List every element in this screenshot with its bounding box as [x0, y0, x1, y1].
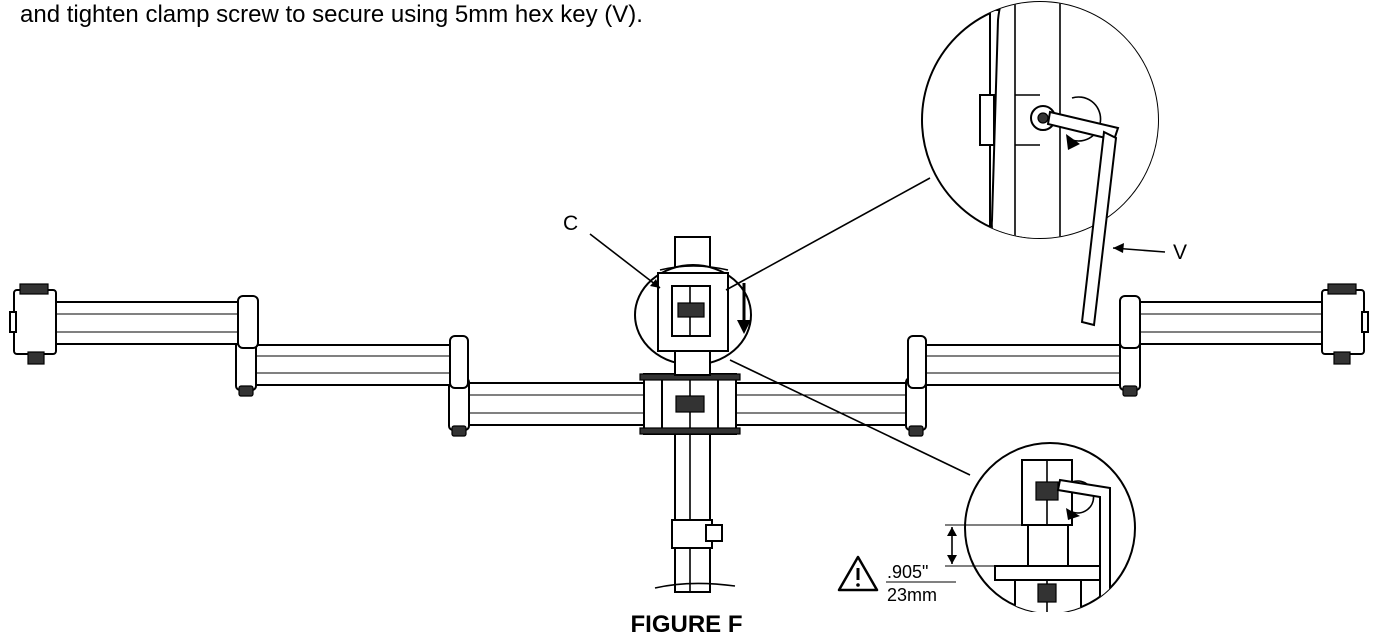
right-outer-arm [1119, 283, 1369, 365]
callout-v: V [1112, 241, 1187, 264]
detail-circle-bottom [964, 442, 1136, 612]
warning-triangle-icon [837, 555, 879, 592]
monitor-arm-assembly-diagram: C V [9, 1, 1369, 612]
hub-clamp [639, 373, 741, 435]
detail-circle-top [921, 1, 1159, 239]
dimension-callout: .905" 23mm [886, 524, 1030, 605]
left-middle-arm [235, 335, 469, 397]
hex-key-v [1080, 130, 1118, 327]
clamp-c [634, 264, 752, 376]
dimension-imperial: .905" [887, 562, 928, 582]
dimension-metric: 23mm [887, 585, 937, 605]
detail-leader-bottom [729, 359, 971, 476]
instruction-text: and tighten clamp screw to secure using … [20, 1, 643, 28]
figure-caption: FIGURE F [630, 611, 743, 638]
detail-leader-top [725, 177, 931, 291]
down-arrow-icon [737, 283, 751, 334]
right-middle-arm [907, 335, 1141, 397]
callout-c-label: C [563, 212, 578, 235]
callout-v-label: V [1173, 241, 1187, 264]
callout-c: C [563, 212, 661, 289]
left-outer-arm [9, 283, 259, 365]
